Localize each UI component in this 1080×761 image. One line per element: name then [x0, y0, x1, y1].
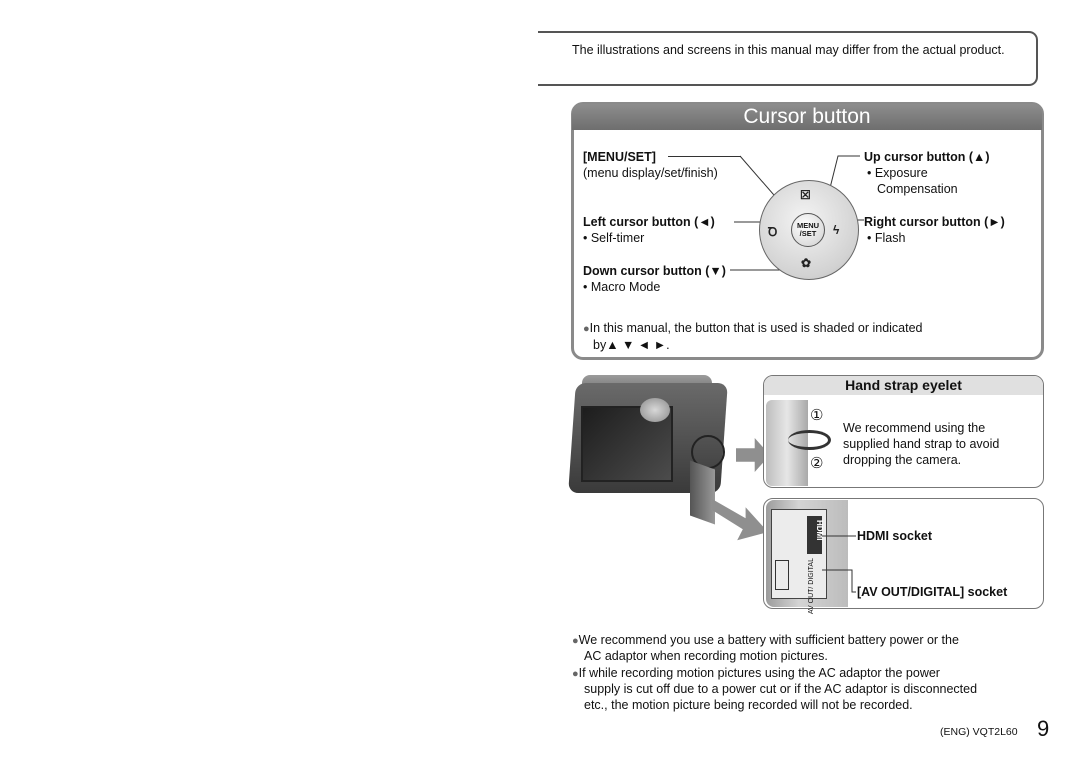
up-cursor-label: Up cursor button (▲) — [864, 150, 990, 164]
up-cursor-item-1: • Exposure — [867, 166, 928, 180]
arrow-down-icon — [712, 499, 768, 541]
flash-icon: ϟ — [833, 223, 840, 237]
self-timer-icon: Ꝺ — [768, 225, 778, 239]
panel-note-text: In this manual, the button that is used … — [589, 321, 923, 335]
right-cursor-item: • Flash — [867, 231, 906, 245]
step-2-marker: ② — [810, 455, 824, 472]
hdmi-port-icon — [807, 516, 822, 554]
hdmi-mark: HDMI — [815, 520, 824, 541]
notice-text: The illustrations and screens in this ma… — [572, 43, 1005, 57]
menu-set-line1: MENU — [796, 221, 820, 230]
note-2-line2: supply is cut off due to a power cut or … — [584, 682, 978, 696]
bullet-icon: ● — [572, 635, 579, 647]
document-code: (ENG) VQT2L60 — [940, 726, 1018, 738]
strap-text-1: We recommend using the — [843, 421, 986, 435]
leader-line — [668, 156, 740, 157]
right-cursor-label: Right cursor button (►) — [864, 215, 1005, 229]
page-number: 9 — [1037, 716, 1050, 741]
av-out-mark: AV OUT/ DIGITAL — [808, 558, 815, 615]
menu-set-line2: /SET — [799, 229, 817, 238]
panel-note-line1: ●In this manual, the button that is used… — [583, 320, 923, 337]
camera-dial — [640, 398, 670, 422]
strap-cord — [788, 430, 831, 450]
note-2-line3: etc., the motion picture being recorded … — [584, 698, 913, 712]
note-2-line1: ●If while recording motion pictures usin… — [572, 665, 940, 682]
down-cursor-label: Down cursor button (▼) — [583, 264, 726, 278]
exposure-icon: ☒ — [800, 188, 811, 202]
strap-text-3: dropping the camera. — [843, 453, 962, 467]
notice-box — [538, 31, 1038, 86]
note-1-line1: ●We recommend you use a battery with suf… — [572, 632, 959, 649]
note-1-text: We recommend you use a battery with suff… — [578, 633, 959, 647]
menu-set-label: [MENU/SET] — [583, 150, 656, 164]
down-cursor-item: • Macro Mode — [583, 280, 661, 294]
strap-text-2: supplied hand strap to avoid — [843, 437, 1000, 451]
hdmi-socket-label: HDMI socket — [857, 529, 933, 543]
note-1-line2: AC adaptor when recording motion picture… — [584, 649, 828, 663]
hand-strap-title: Hand strap eyelet — [764, 376, 1043, 395]
step-1-marker: ① — [810, 407, 824, 424]
panel-title: Cursor button — [572, 104, 1042, 130]
menu-set-desc: (menu display/set/finish) — [583, 166, 718, 180]
note-2-text: If while recording motion pictures using… — [578, 666, 940, 680]
socket-leader-lines — [822, 535, 856, 593]
camera-side — [690, 460, 715, 525]
left-cursor-item: • Self-timer — [583, 231, 645, 245]
bullet-icon: ● — [572, 668, 579, 680]
menu-set-button: MENU /SET — [791, 213, 825, 247]
av-port-icon — [775, 560, 789, 590]
up-cursor-item-2: Compensation — [877, 182, 958, 196]
panel-note-line2: by▲ ▼ ◄ ►. — [593, 338, 670, 352]
left-cursor-label: Left cursor button (◄) — [583, 215, 715, 229]
av-out-socket-label: [AV OUT/DIGITAL] socket — [857, 585, 1008, 599]
macro-icon: ✿ — [801, 256, 812, 270]
bullet-icon: ● — [583, 323, 590, 335]
